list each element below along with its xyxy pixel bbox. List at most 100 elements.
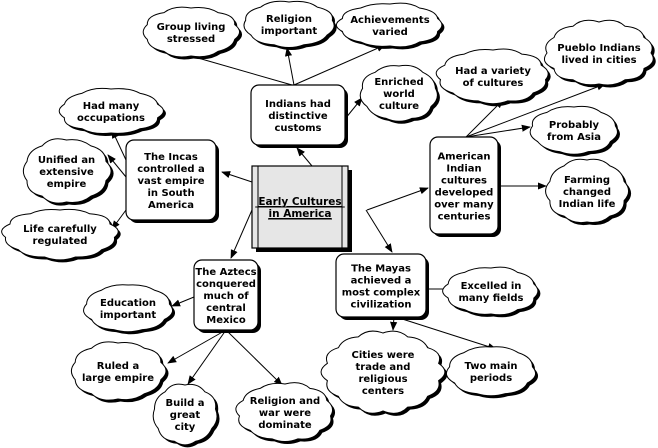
node-label-line: regulated xyxy=(33,236,88,247)
node-label-line: most complex xyxy=(342,288,421,299)
node-label-line: Indian xyxy=(446,164,481,175)
edge-aztecs-education xyxy=(171,296,195,307)
node-label-line: Unified an xyxy=(38,155,95,166)
cloud-shape xyxy=(359,64,438,122)
node-label-line: Achievements xyxy=(350,15,429,26)
node-label-line: cultures xyxy=(441,176,487,187)
node-label-line: trade and xyxy=(356,362,411,373)
node-label-line: changed xyxy=(563,187,611,198)
cloud-shape xyxy=(83,284,174,333)
node-label-line: The Aztecs xyxy=(195,267,256,278)
node-label-line: extensive xyxy=(39,167,94,178)
node-label-line: over many xyxy=(434,200,494,211)
cloud-shape xyxy=(142,6,241,58)
node-label-line: Probably xyxy=(549,120,600,131)
node-label-line: Enriched xyxy=(374,77,423,88)
node-label-line: important xyxy=(100,310,156,321)
node-label-line: empire xyxy=(47,179,87,190)
node-label-line: centuries xyxy=(438,212,491,223)
node-label-line: occupations xyxy=(77,113,145,124)
node-label-line: Excelled in xyxy=(461,281,522,292)
node-label-line: Had many xyxy=(83,101,140,112)
cloud-shape xyxy=(445,346,537,397)
node-label-line: religious xyxy=(358,374,407,385)
node-label-line: Cities were xyxy=(352,350,415,361)
node-label-line: Indians had xyxy=(265,99,331,110)
edge-customs-achieve xyxy=(293,44,386,86)
node-label-line: Mexico xyxy=(206,315,246,326)
node-label-line: culture xyxy=(379,101,419,112)
cloud-shape xyxy=(235,382,334,443)
edge-center-american xyxy=(366,187,429,211)
edge-customs-religion xyxy=(284,47,295,86)
topic-box xyxy=(335,253,427,318)
edge-american-pueblo xyxy=(465,83,606,138)
node-label-line: central xyxy=(206,303,246,314)
node-label-line: stressed xyxy=(167,34,215,45)
node-label-line: Early Cultures xyxy=(258,196,341,208)
node-label-line: war were xyxy=(259,408,311,419)
node-label-line: Group living xyxy=(157,22,226,33)
node-label-line: vast empire xyxy=(138,176,205,187)
node-label-line: Life carefully xyxy=(23,224,97,235)
edge-layer xyxy=(107,44,606,386)
node-label-line: American xyxy=(437,152,490,163)
cloud-shape xyxy=(543,19,654,86)
node-label-line: Farming xyxy=(564,175,610,186)
cloud-shape xyxy=(22,138,112,204)
cloud-shape xyxy=(442,266,539,316)
edge-center-aztecs xyxy=(230,209,253,259)
node-label-line: civilization xyxy=(351,300,412,311)
node-label-line: controlled a xyxy=(137,164,205,175)
cloud-shape xyxy=(335,2,443,48)
cloud-shape xyxy=(320,330,446,414)
node-label-line: varied xyxy=(372,27,408,38)
edge-center-mayas xyxy=(365,209,393,253)
edge-aztecs-build xyxy=(187,329,227,385)
edge-center-incas xyxy=(221,171,253,183)
node-label-line: achieved a xyxy=(351,276,412,287)
node-label-line: great xyxy=(170,410,201,421)
node-label-line: Had a variety xyxy=(455,66,531,77)
node-label-line: Indian life xyxy=(559,199,616,210)
cloud-shape xyxy=(70,341,167,401)
cloud-shape xyxy=(545,158,630,224)
node-label-line: conquered xyxy=(196,279,256,290)
cloud-shape xyxy=(243,0,335,49)
node-label-line: large empire xyxy=(82,373,154,384)
edge-incas-unified xyxy=(107,154,127,178)
node-label-line: world xyxy=(383,89,415,100)
node-label-line: distinctive xyxy=(268,111,328,122)
edge-aztecs-ruled xyxy=(167,329,227,364)
node-label-line: customs xyxy=(274,123,321,134)
node-label-line: periods xyxy=(470,373,512,384)
node-label-line: centers xyxy=(362,386,404,397)
cloud-shape xyxy=(529,105,618,155)
